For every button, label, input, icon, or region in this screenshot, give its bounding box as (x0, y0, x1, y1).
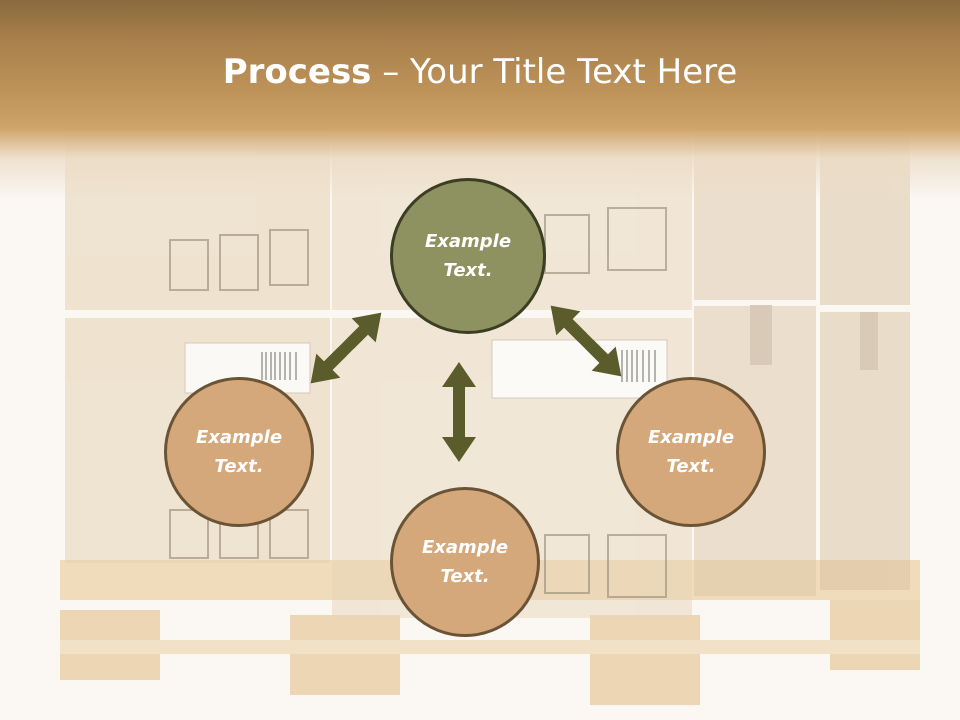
circle-bottom[interactable]: Example Text. (390, 487, 540, 637)
circle-text-line2: Text. (666, 456, 716, 477)
title-bold: Process (222, 52, 372, 92)
arrow-top-right (550, 305, 622, 377)
circle-right[interactable]: Example Text. (616, 377, 766, 527)
circle-text-line2: Text. (214, 456, 264, 477)
slide-title[interactable]: Process – Your Title Text Here (0, 52, 960, 92)
arrow-vertical (442, 362, 476, 462)
circle-left[interactable]: Example Text. (164, 377, 314, 527)
circle-text-line2: Text. (443, 260, 493, 281)
arrow-top-left (310, 312, 382, 384)
circle-text-line1: Example (647, 427, 735, 448)
title-rest: – Your Title Text Here (371, 52, 738, 92)
circle-text-line1: Example (195, 427, 283, 448)
header-band (0, 0, 960, 200)
circle-text-line1: Example (421, 537, 509, 558)
center-circle-top[interactable]: Example Text. (390, 178, 546, 334)
circle-text-line2: Text. (440, 566, 490, 587)
circle-text-line1: Example (424, 231, 512, 252)
